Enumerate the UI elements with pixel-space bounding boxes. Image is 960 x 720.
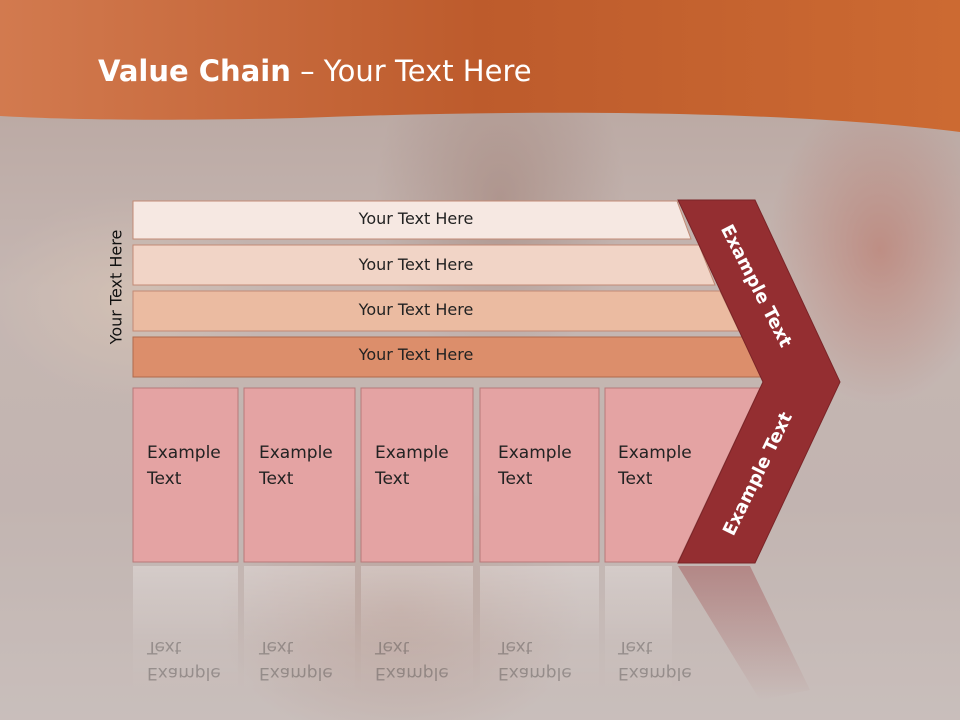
- cell-4-line2: Text: [498, 469, 533, 489]
- cell-3-line2: Text: [375, 469, 410, 489]
- cell-1-line2: Text: [147, 469, 182, 489]
- cell-2-line1: Example: [259, 443, 333, 463]
- title-bold: Value Chain: [98, 54, 291, 88]
- chevron-arrow: [677, 199, 841, 564]
- cell-1-refl-line2: Text: [147, 637, 182, 657]
- band-1: [132, 200, 692, 240]
- band-3-label: Your Text Here: [358, 300, 474, 319]
- title-rest: – Your Text Here: [290, 54, 532, 88]
- slide-title: Value Chain – Your Text Here: [98, 54, 532, 88]
- cell-3-refl-line1: Example: [375, 663, 449, 683]
- cell-2-reflection: Example Text: [259, 634, 333, 686]
- cell-3: [360, 387, 474, 563]
- band-2: [132, 244, 716, 286]
- cell-5-refl-line1: Example: [618, 663, 692, 683]
- cell-2-line2: Text: [259, 469, 294, 489]
- cell-1-refl-line1: Example: [147, 663, 221, 683]
- band-4-label: Your Text Here: [358, 345, 474, 364]
- cell-1-line1: Example: [147, 443, 221, 463]
- cell-2-refl-line1: Example: [259, 663, 333, 683]
- cell-2: [243, 387, 356, 563]
- reflection-group: [133, 566, 810, 700]
- cell-5-reflection: Example Text: [618, 634, 692, 686]
- cell-2-refl-line2: Text: [259, 637, 294, 657]
- cell-4-line1: Example: [498, 443, 572, 463]
- cell-4-refl-line2: Text: [498, 637, 533, 657]
- cell-1: [132, 387, 239, 563]
- cell-4: [479, 387, 600, 563]
- cell-3-refl-line2: Text: [375, 637, 410, 657]
- cell-3-line1: Example: [375, 443, 449, 463]
- cell-4-reflection: Example Text: [498, 634, 572, 686]
- cell-5-refl-line2: Text: [618, 637, 653, 657]
- cell-1-reflection: Example Text: [147, 634, 221, 686]
- cell-3-reflection: Example Text: [375, 634, 449, 686]
- cell-5-line2: Text: [618, 469, 653, 489]
- cell-5-line1: Example: [618, 443, 692, 463]
- header-banner: [0, 0, 960, 132]
- band-1-label: Your Text Here: [358, 209, 474, 228]
- band-2-label: Your Text Here: [358, 255, 474, 274]
- cell-4-refl-line1: Example: [498, 663, 572, 683]
